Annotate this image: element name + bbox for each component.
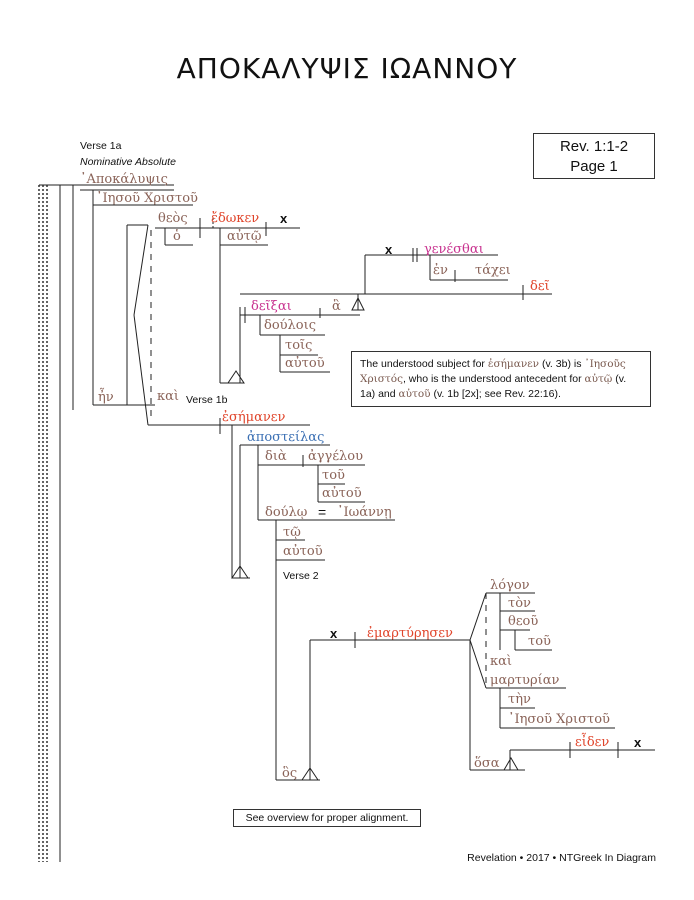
word-auto: αὐτῷ bbox=[227, 229, 262, 244]
word-doulo: δούλῳ bbox=[265, 505, 308, 520]
word-deixai: δεῖξαι bbox=[251, 299, 292, 314]
reference-box: Rev. 1:1-2 Page 1 bbox=[533, 133, 655, 179]
word-x-2: x bbox=[385, 242, 393, 257]
note-greek-4: αὐτοῦ bbox=[398, 388, 431, 400]
word-esemanen: ἐσήμανεν bbox=[222, 410, 286, 425]
word-doulois: δούλοις bbox=[264, 318, 316, 333]
alignment-note: See overview for proper alignment. bbox=[233, 809, 421, 827]
word-ton: τὸν bbox=[508, 596, 531, 611]
word-hosa: ὅσα bbox=[474, 756, 500, 771]
word-ten: τὴν bbox=[508, 692, 531, 707]
word-ioanne: ᾿Ιωάννῃ bbox=[337, 505, 392, 520]
word-tou-2: τοῦ bbox=[528, 634, 551, 649]
word-dia: διὰ bbox=[265, 449, 287, 464]
explanation-note: The understood subject for ἐσήμανεν (v. … bbox=[351, 351, 651, 407]
word-tou-1: τοῦ bbox=[322, 468, 345, 483]
word-ho: ὁ bbox=[173, 229, 181, 244]
word-autou-2: αὐτοῦ bbox=[322, 486, 362, 501]
word-tois: τοῖς bbox=[285, 338, 313, 353]
reference-line-2: Page 1 bbox=[570, 158, 618, 175]
word-en-verb: ἦν bbox=[98, 390, 114, 405]
word-x-3: x bbox=[330, 626, 338, 641]
word-emartyresen: ἐμαρτύρησεν bbox=[367, 626, 453, 641]
word-x-4: x bbox=[634, 735, 642, 750]
word-genesthai: γενέσθαι bbox=[424, 242, 484, 257]
word-iesou-christou: ᾿Ιησοῦ Χριστοῦ bbox=[96, 191, 198, 206]
verse-1a-label: Verse 1a bbox=[80, 140, 122, 152]
word-theos: θεὸς bbox=[158, 211, 188, 226]
note-text-3: , who is the understood antecedent for bbox=[402, 373, 585, 385]
reference-line-1: Rev. 1:1-2 bbox=[559, 138, 629, 155]
word-tachei: τάχει bbox=[475, 263, 511, 278]
page-title: ΑΠΟΚΑΛΥΨΙΣ ΙΩΑΝΝΟΥ bbox=[176, 52, 518, 85]
note-greek-3: αὐτῷ bbox=[584, 373, 613, 385]
word-to: τῷ bbox=[283, 525, 301, 540]
word-eiden: εἶδεν bbox=[575, 735, 610, 750]
word-theou: θεοῦ bbox=[508, 614, 539, 629]
footer: Revelation • 2017 • NTGreek In Diagram bbox=[467, 852, 656, 864]
word-hos: ὃς bbox=[282, 766, 298, 781]
word-x-1: x bbox=[280, 211, 288, 226]
word-ha: ἃ bbox=[332, 299, 341, 314]
word-autou-3: αὐτοῦ bbox=[283, 544, 323, 559]
word-logon: λόγον bbox=[490, 578, 530, 593]
word-kai-1: καὶ bbox=[157, 389, 180, 404]
word-autou-1: αὐτοῦ bbox=[285, 356, 325, 371]
word-en: ἐν bbox=[433, 263, 448, 278]
note-text-2: (v. 3b) is bbox=[539, 358, 585, 370]
word-iesou-christou-2: ᾿Ιησοῦ Χριστοῦ bbox=[508, 712, 610, 727]
word-edoken: ἔδωκεν bbox=[211, 211, 260, 226]
word-aposteilas: ἀποστείλας bbox=[247, 430, 325, 445]
note-text-5: (v. 1b [2x]; see Rev. 22:16). bbox=[430, 388, 561, 400]
word-dei: δεῖ bbox=[530, 279, 550, 294]
word-angelou: ἀγγέλου bbox=[308, 449, 364, 464]
word-apokalypsis: ᾿Αποκάλυψις bbox=[80, 172, 168, 187]
note-greek-2: ᾿Ιησοῦς Χριστός bbox=[360, 358, 626, 385]
note-text-4: (v. 1a) and bbox=[360, 373, 627, 400]
note-text-1: The understood subject for bbox=[360, 358, 488, 370]
verse-1b-label: Verse 1b bbox=[186, 394, 228, 406]
word-martyrian: μαρτυρίαν bbox=[490, 673, 560, 688]
nominative-absolute-label: Nominative Absolute bbox=[80, 156, 176, 168]
note-greek-1: ἐσήμανεν bbox=[487, 358, 540, 370]
word-kai-2: καὶ bbox=[490, 654, 513, 669]
verse-2-label: Verse 2 bbox=[283, 570, 319, 582]
word-equals: = bbox=[318, 504, 327, 520]
